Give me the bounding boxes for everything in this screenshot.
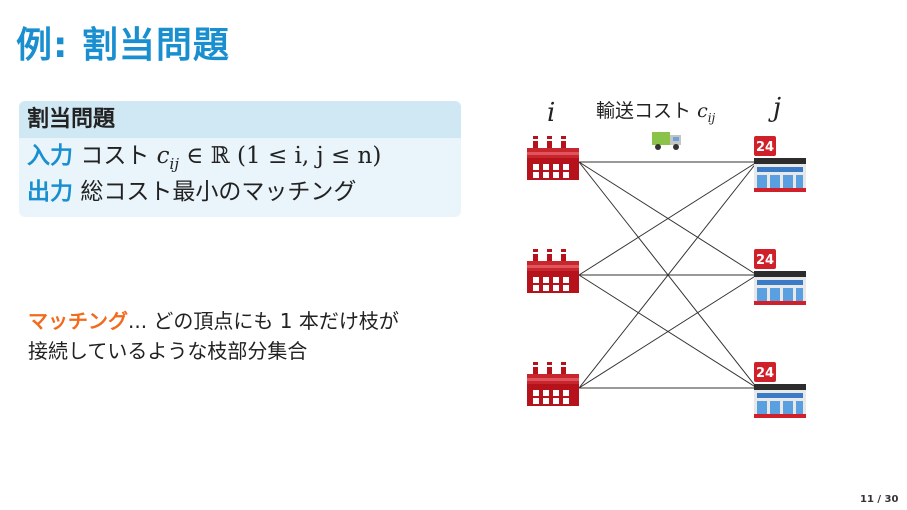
- edge-2-0: [578, 161, 758, 389]
- store-sign-text: 24: [756, 366, 774, 381]
- edge-2-1: [578, 274, 758, 389]
- input-math: cij ∈ ℝ (1 ≤ i, j ≤ n): [156, 143, 382, 173]
- output-text: 総コスト最小のマッチング: [80, 179, 357, 205]
- truck-icon: [652, 132, 681, 150]
- output-keyword: 出力: [27, 179, 73, 205]
- cost-subscript: ij: [169, 154, 179, 173]
- input-keyword: 入力: [27, 143, 73, 169]
- cost-symbol: c: [156, 143, 170, 169]
- convenience-store-icon: 24: [754, 249, 806, 305]
- cost-label-subscript: ij: [707, 110, 716, 125]
- edges-group: [578, 161, 758, 389]
- page-number: 11 / 30: [860, 494, 899, 505]
- matching-line-2: 接続しているような枝部分集合: [28, 339, 308, 363]
- factory-icon: [527, 136, 579, 180]
- left-vertex-label: i: [547, 98, 556, 128]
- matching-line-1: マッチング... どの頂点にも 1 本だけ枝が: [28, 306, 399, 336]
- cost-label: 輸送コスト cij: [596, 96, 715, 125]
- right-vertex-label: j: [773, 93, 782, 123]
- definition-box: 割当問題 入力 コスト cij ∈ ℝ (1 ≤ i, j ≤ n) 出力 総コ…: [19, 101, 461, 217]
- convenience-store-icon: 24: [754, 136, 806, 192]
- input-row: 入力 コスト cij ∈ ℝ (1 ≤ i, j ≤ n): [19, 138, 461, 174]
- matching-term: マッチング: [28, 309, 128, 333]
- cost-label-math: cij: [697, 100, 716, 125]
- convenience-store-icon: 24: [754, 362, 806, 418]
- left-nodes: [527, 136, 579, 406]
- matching-line-1-rest: ... どの頂点にも 1 本だけ枝が: [128, 309, 399, 333]
- definition-header: 割当問題: [19, 101, 461, 138]
- right-nodes: 24 24 24: [754, 136, 806, 418]
- store-sign-text: 24: [756, 253, 774, 268]
- cost-label-symbol: c: [697, 100, 708, 122]
- output-row: 出力 総コスト最小のマッチング: [19, 174, 461, 210]
- edge-1-0: [578, 161, 758, 276]
- cost-label-text: 輸送コスト: [596, 100, 692, 122]
- store-sign-text: 24: [756, 140, 774, 155]
- input-text: コスト: [80, 143, 150, 169]
- factory-icon: [527, 249, 579, 293]
- factory-icon: [527, 362, 579, 406]
- matching-definition: マッチング... どの頂点にも 1 本だけ枝が 接続しているような枝部分集合: [28, 306, 399, 366]
- page-title: 例: 割当問題: [16, 25, 230, 66]
- input-condition: ∈ ℝ (1 ≤ i, j ≤ n): [178, 143, 382, 169]
